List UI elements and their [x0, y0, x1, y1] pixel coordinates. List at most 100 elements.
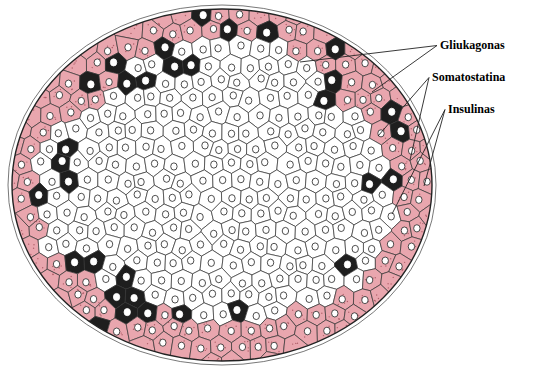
cell-nucleus [266, 293, 272, 300]
stipple-dot [320, 61, 321, 62]
cell-nucleus [333, 180, 339, 187]
cell-nucleus [198, 345, 204, 352]
stipple-dot [133, 329, 134, 330]
cell-nucleus [271, 243, 277, 250]
cell-nucleus [186, 191, 192, 198]
cell-nucleus [198, 78, 204, 85]
cell-nucleus [138, 277, 144, 284]
stipple-dot [390, 258, 391, 259]
stipple-dot [34, 221, 35, 222]
stipple-dot [32, 182, 33, 183]
cell-nucleus [149, 327, 155, 334]
cell-nucleus [219, 176, 225, 183]
stipple-dot [235, 325, 236, 326]
stipple-dot [298, 12, 299, 13]
stipple-dot [206, 322, 207, 323]
cell-nucleus [351, 180, 357, 187]
stipple-dot [184, 25, 185, 26]
cell-nucleus [171, 163, 177, 170]
pink-cell [345, 0, 408, 60]
stipple-dot [176, 30, 177, 31]
cell-nucleus [124, 245, 130, 252]
cell-nucleus [103, 275, 109, 282]
cell-nucleus [360, 96, 366, 103]
stipple-dot [218, 358, 219, 359]
cell-nucleus [328, 113, 334, 120]
cell-nucleus [230, 92, 236, 99]
cell-nucleus [263, 226, 269, 233]
cell-nucleus [158, 277, 164, 284]
stipple-dot [375, 277, 376, 278]
stipple-dot [365, 279, 366, 280]
stipple-dot [161, 318, 162, 319]
cell-nucleus [281, 323, 287, 330]
cell-nucleus [134, 257, 140, 264]
white-cell [257, 152, 278, 174]
stipple-dot [178, 37, 179, 38]
stipple-dot [48, 130, 49, 131]
stipple-dot [208, 357, 209, 358]
cell-nucleus [149, 61, 155, 68]
cell-nucleus [344, 131, 350, 138]
stipple-dot [203, 324, 204, 325]
stipple-dot [202, 332, 203, 333]
stipple-dot [73, 63, 74, 64]
cell-nucleus [49, 178, 55, 185]
cell-nucleus [163, 175, 169, 182]
stipple-dot [376, 294, 377, 295]
stipple-dot [44, 76, 45, 77]
stipple-dot [172, 39, 173, 40]
stipple-dot [338, 304, 339, 305]
cell-nucleus [257, 112, 263, 119]
cell-nucleus [24, 178, 30, 185]
stipple-dot [31, 179, 32, 180]
cell-nucleus [416, 196, 422, 203]
cell-nucleus [36, 191, 42, 198]
stipple-dot [20, 127, 21, 128]
stipple-dot [366, 110, 367, 111]
cell-nucleus [408, 243, 414, 250]
stipple-dot [295, 343, 296, 344]
stipple-dot [425, 164, 426, 165]
cell-nucleus [44, 211, 50, 218]
cell-nucleus [87, 147, 93, 154]
cell-nucleus [177, 109, 183, 116]
stipple-dot [358, 315, 359, 316]
stipple-dot [147, 343, 148, 344]
cell-nucleus [265, 63, 271, 70]
stipple-dot [12, 140, 13, 141]
cell-nucleus [145, 111, 151, 118]
cell-nucleus [286, 26, 292, 33]
cell-nucleus [332, 310, 338, 317]
stipple-dot [80, 305, 81, 306]
cell-nucleus [267, 259, 273, 266]
cell-nucleus [230, 262, 236, 269]
cell-nucleus [160, 339, 166, 346]
stipple-dot [159, 24, 160, 25]
stipple-dot [322, 47, 323, 48]
cell-nucleus [328, 275, 334, 282]
stipple-dot [34, 102, 35, 103]
cell-nucleus [300, 28, 306, 35]
cell-nucleus [282, 227, 288, 234]
stipple-dot [75, 101, 76, 102]
stipple-dot [266, 363, 267, 364]
pink-cell [418, 166, 542, 198]
cell-nucleus [376, 95, 382, 102]
leader-line [392, 110, 445, 215]
pink-cell [0, 269, 60, 323]
stipple-dot [387, 283, 388, 284]
stipple-dot [429, 220, 430, 221]
cell-nucleus [344, 261, 350, 268]
cell-nucleus [202, 142, 208, 149]
cell-nucleus [210, 230, 216, 237]
cell-nucleus [135, 64, 141, 71]
stipple-dot [158, 24, 159, 25]
pink-cell [380, 0, 516, 92]
stipple-dot [52, 273, 53, 274]
cell-nucleus [65, 178, 71, 185]
cell-nucleus [272, 307, 278, 314]
leader-line [378, 78, 429, 137]
cell-nucleus [379, 191, 385, 198]
cell-nucleus [105, 208, 111, 215]
